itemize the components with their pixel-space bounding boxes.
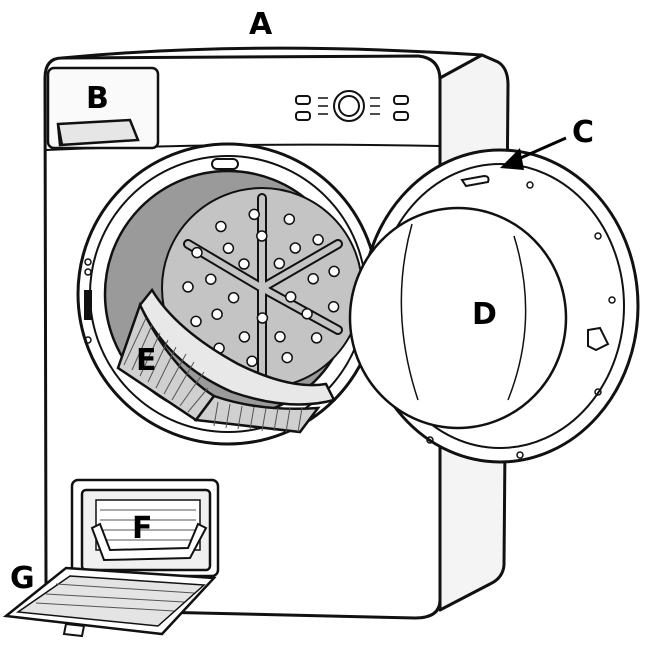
drum-hole (238, 258, 250, 270)
drum-hole (211, 308, 223, 320)
drum-hole (274, 331, 286, 343)
control-panel (295, 90, 409, 122)
label-d: D (472, 297, 497, 332)
label-a: A (249, 7, 273, 42)
drum-hole (238, 331, 251, 343)
drum-hole (246, 355, 258, 368)
drum-perforations (182, 208, 340, 368)
drum-hole (327, 301, 340, 313)
label-g: G (10, 561, 35, 596)
drum-hole (273, 257, 286, 270)
door-latch-slot (211, 158, 239, 170)
drum-hole (301, 308, 313, 320)
drum-hole (248, 208, 260, 221)
label-e: E (136, 343, 157, 378)
cabinet-top-edge (61, 46, 483, 60)
drum-hole (222, 242, 235, 255)
drum-hole (256, 230, 268, 242)
drum-hole (190, 315, 202, 328)
heat-exchanger-cover (2, 566, 217, 638)
drum-hole (281, 351, 293, 364)
door-handle (587, 326, 610, 352)
door-sensor (84, 290, 92, 320)
control-button (393, 95, 409, 105)
drum-hole (191, 246, 203, 259)
callout-arrow-c (500, 136, 567, 170)
door-hook (460, 174, 490, 188)
drum-hole (283, 213, 296, 225)
drum-hole (227, 291, 240, 304)
door-fluff-filter (116, 287, 336, 434)
label-c: C (572, 115, 594, 150)
drum-hole (289, 242, 302, 254)
open-door (348, 148, 640, 464)
drum-hole (284, 291, 297, 303)
control-button (295, 95, 311, 105)
label-b: B (86, 81, 109, 116)
control-button (295, 111, 311, 121)
drum-hole (312, 234, 324, 246)
water-container-drawer (46, 66, 160, 150)
control-button (393, 111, 409, 121)
label-f: F (132, 511, 153, 546)
drum-hole (310, 332, 323, 344)
drum-hole (182, 281, 194, 293)
drum-hole (215, 220, 227, 233)
drum-hole (307, 273, 319, 285)
door-glass (348, 206, 568, 430)
drum-hole (256, 312, 269, 324)
drum-hole (328, 265, 340, 278)
drum-hole (205, 273, 217, 285)
